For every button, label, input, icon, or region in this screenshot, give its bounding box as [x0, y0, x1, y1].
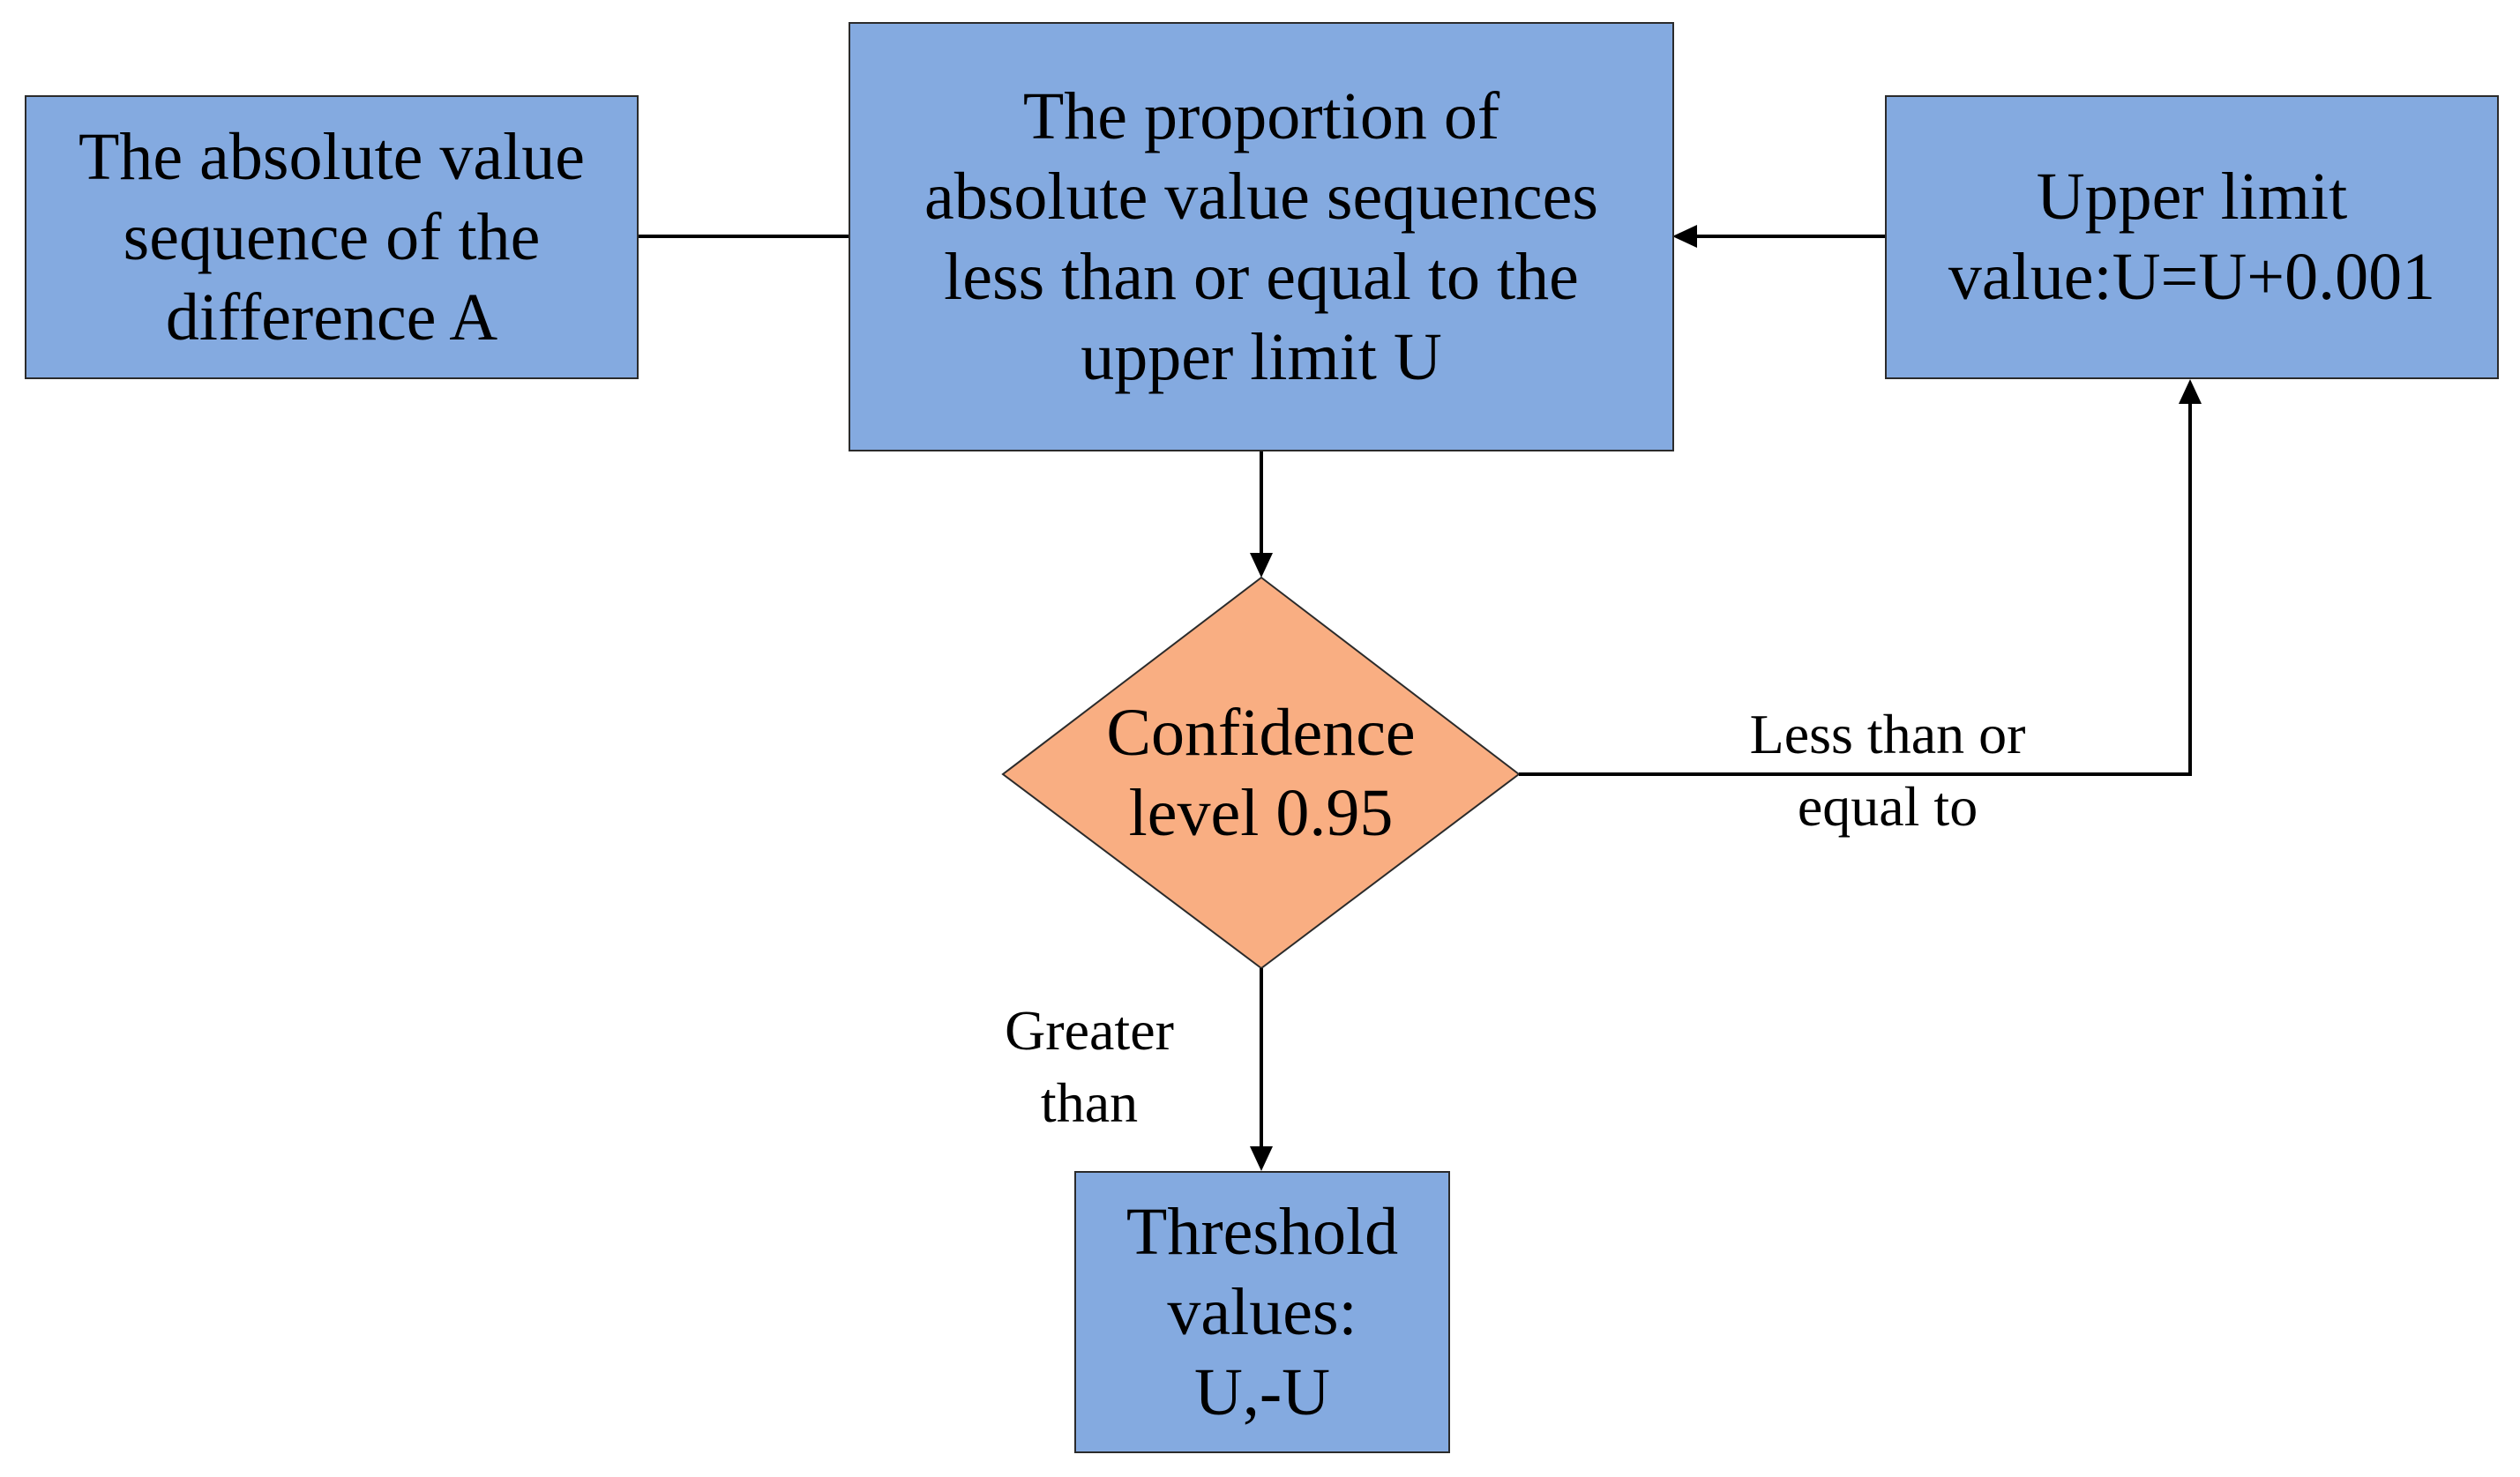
upper-limit-box: Upper limit value:U=U+0.001: [1885, 95, 2499, 379]
less-than-or-equal-label: Less than or equal to: [1658, 698, 2117, 843]
input-box-line-3: difference A: [165, 280, 498, 354]
proportion-box-line-3: less than or equal to the: [944, 239, 1579, 314]
threshold-box: Threshold values: U,-U: [1074, 1171, 1450, 1453]
threshold-box-line-1: Threshold: [1125, 1194, 1399, 1269]
greater-than-label-line-1: Greater: [1005, 999, 1174, 1062]
proportion-box-line-2: absolute value sequences: [924, 159, 1598, 234]
less-than-or-equal-label-line-2: equal to: [1797, 775, 1978, 838]
threshold-box-line-2: values:: [1167, 1274, 1357, 1349]
input-box-line-1: The absolute value: [78, 119, 585, 194]
upper-limit-box-line-1: Upper limit: [2036, 160, 2348, 234]
arrowhead-proportion-to-decision: [1250, 553, 1273, 578]
arrowhead-upper-limit-to-proportion: [1672, 225, 1697, 248]
decision-diamond-line-2: level 0.95: [1128, 775, 1394, 850]
arrowhead-decision-to-upper-limit: [2179, 379, 2202, 404]
arrow-decision-to-upper-limit: [1519, 404, 2192, 776]
proportion-box-line-4: upper limit U: [1081, 319, 1442, 394]
proportion-box: The proportion of absolute value sequenc…: [849, 22, 1674, 451]
input-box-line-2: sequence of the: [123, 199, 541, 274]
upper-limit-box-line-2: value:U=U+0.001: [1948, 240, 2436, 314]
decision-diamond-line-1: Confidence: [1106, 695, 1416, 770]
greater-than-label-line-2: than: [1040, 1071, 1139, 1134]
threshold-box-line-3: U,-U: [1193, 1354, 1331, 1429]
decision-diamond: Confidence level 0.95: [1003, 578, 1519, 968]
input-box: The absolute value sequence of the diffe…: [25, 95, 639, 379]
proportion-box-line-1: The proportion of: [1022, 78, 1500, 153]
arrowhead-decision-to-threshold: [1250, 1146, 1273, 1171]
greater-than-label: Greater than: [948, 995, 1230, 1139]
less-than-or-equal-label-line-1: Less than or: [1749, 703, 2026, 765]
